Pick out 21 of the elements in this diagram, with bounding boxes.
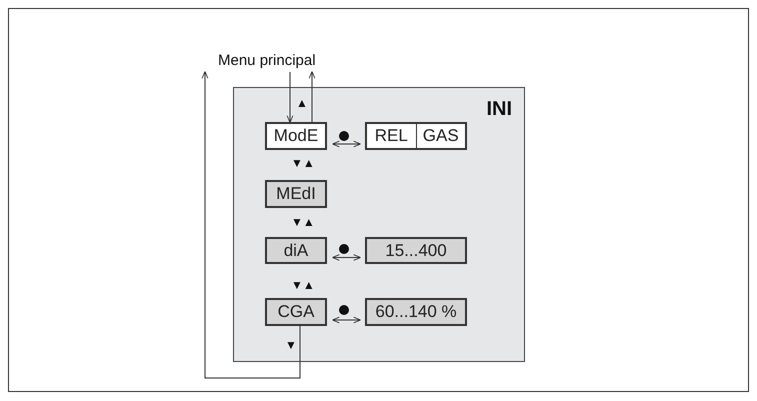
- arrow: [308, 70, 316, 122]
- button-symbol: ▼: [285, 338, 297, 352]
- display-field: ModE: [265, 122, 327, 150]
- menu-heading: INI: [486, 98, 512, 121]
- button-symbol: ▼▲: [291, 278, 315, 292]
- arrow: [286, 72, 294, 124]
- button-symbol: ▲: [296, 96, 308, 110]
- display-field: MEdI: [265, 180, 327, 208]
- display-field: 15...400: [365, 237, 467, 264]
- arrow: [202, 70, 300, 378]
- button-symbol: ▼▲: [291, 156, 315, 170]
- double-arrow: [332, 254, 362, 261]
- double-arrow: [332, 316, 362, 324]
- display-field: 60...140 %: [365, 298, 467, 326]
- menu-panel: [233, 87, 525, 362]
- display-field: diA: [265, 237, 327, 264]
- button-symbol: ▼▲: [291, 215, 315, 229]
- menu-label: Menu principal: [200, 50, 334, 72]
- double-arrow: [332, 140, 362, 148]
- option-display: REL GAS: [365, 122, 467, 150]
- display-field: CGA: [265, 298, 327, 326]
